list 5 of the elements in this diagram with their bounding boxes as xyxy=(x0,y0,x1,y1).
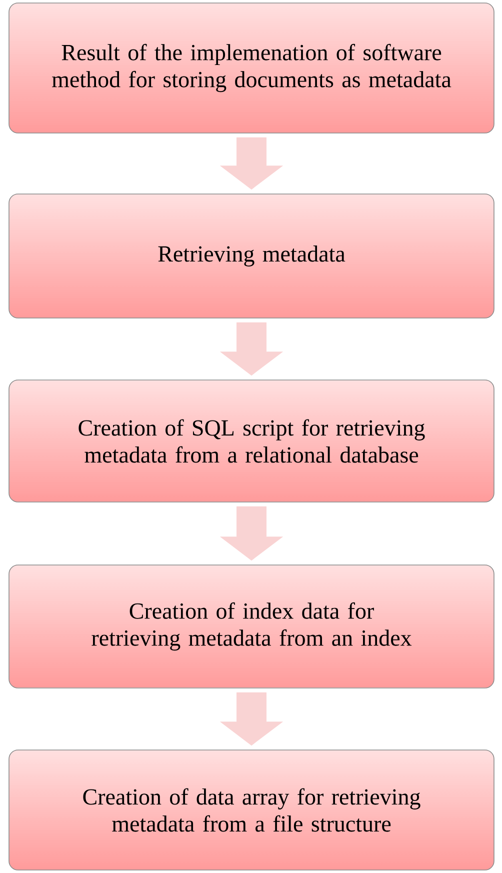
process-box: Creation of SQL script for retrieving metadata from a relational database xyxy=(8,380,494,502)
process-box: Result of the implemenation of software method for storing documents as metadata xyxy=(8,2,494,134)
process-box: Retrieving metadata xyxy=(8,194,494,318)
process-box: Creation of data array for retrieving metadata from a file structure xyxy=(8,750,494,870)
process-box: Creation of index data for retrieving metadata from an index xyxy=(8,564,494,688)
